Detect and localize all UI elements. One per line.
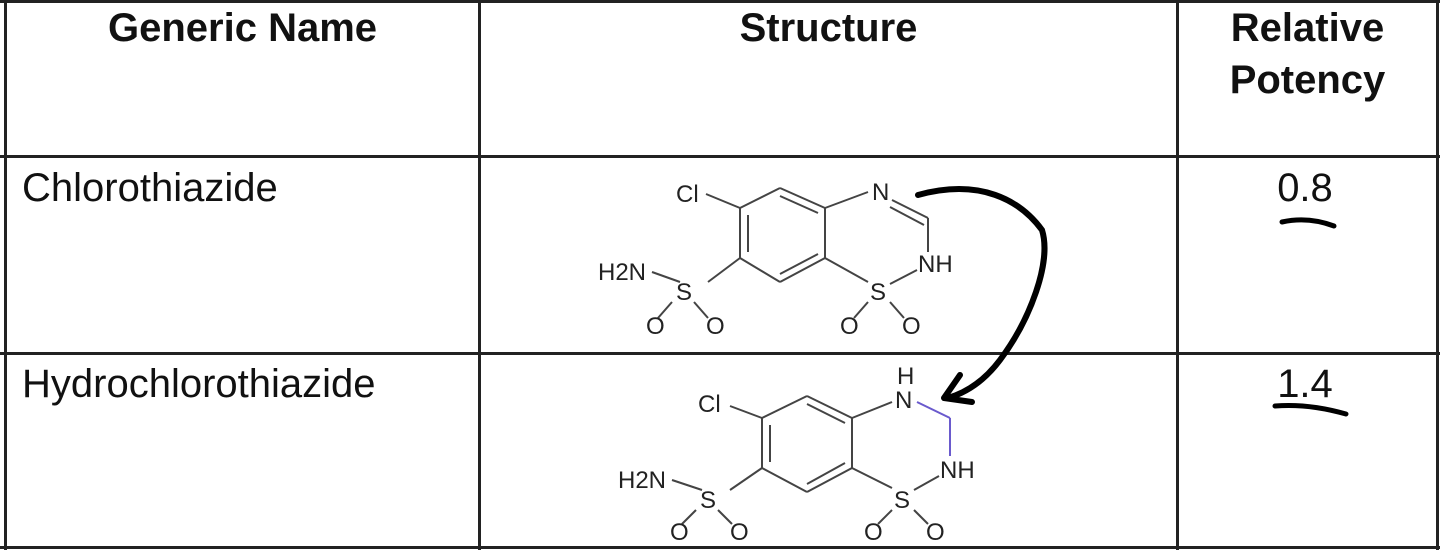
ring-sulfur-label: S	[870, 279, 886, 306]
header-relative-potency-line1: Relative	[1230, 6, 1385, 50]
table-left-border	[4, 0, 7, 550]
header-divider	[0, 155, 1440, 158]
amine-group-label: H2N	[618, 467, 666, 494]
nh-atom-label: NH	[918, 251, 953, 278]
amine-group-label: H2N	[598, 259, 646, 286]
hydrochlorothiazide-structure: Cl H N NH H2N S S O O O O	[618, 363, 975, 546]
oxygen-atom-label: O	[840, 313, 859, 340]
table-right-border	[1436, 0, 1439, 550]
oxygen-atom-label: O	[706, 313, 725, 340]
header-generic-name: Generic Name	[107, 6, 378, 50]
ring-sulfur-label: S	[894, 487, 910, 514]
oxygen-atom-label: O	[864, 519, 883, 546]
sulfonamide-sulfur-label: S	[700, 487, 716, 514]
oxygen-atom-label: O	[902, 313, 921, 340]
nitrogen-atom-label: N	[872, 179, 889, 206]
hydrogen-atom-label: H	[897, 363, 914, 390]
oxygen-atom-label: O	[670, 519, 689, 546]
oxygen-atom-label: O	[646, 313, 665, 340]
oxygen-atom-label: O	[926, 519, 945, 546]
underline-potency-row1	[1279, 217, 1337, 229]
row1-potency: 0.8	[1277, 166, 1333, 210]
row1-generic-name: Chlorothiazide	[22, 166, 278, 210]
sulfonamide-sulfur-label: S	[676, 279, 692, 306]
row2-potency: 1.4	[1277, 362, 1333, 406]
table-bottom-border	[0, 546, 1440, 549]
chloro-atom-label: Cl	[676, 181, 699, 208]
column-divider-2	[1176, 0, 1179, 550]
oxygen-atom-label: O	[730, 519, 749, 546]
header-relative-potency-line2: Potency	[1229, 58, 1386, 102]
row-divider	[0, 352, 1440, 355]
nitrogen-atom-label: N	[895, 387, 912, 414]
header-structure: Structure	[739, 6, 918, 50]
chlorothiazide-structure: Cl N NH H2N S S O O O O	[598, 179, 953, 340]
nh-atom-label: NH	[940, 457, 975, 484]
row2-generic-name: Hydrochlorothiazide	[22, 362, 376, 406]
chloro-atom-label: Cl	[698, 391, 721, 418]
header-relative-potency: Relative Potency	[1179, 2, 1436, 106]
column-divider-1	[478, 0, 481, 550]
table-top-border	[0, 0, 1440, 3]
